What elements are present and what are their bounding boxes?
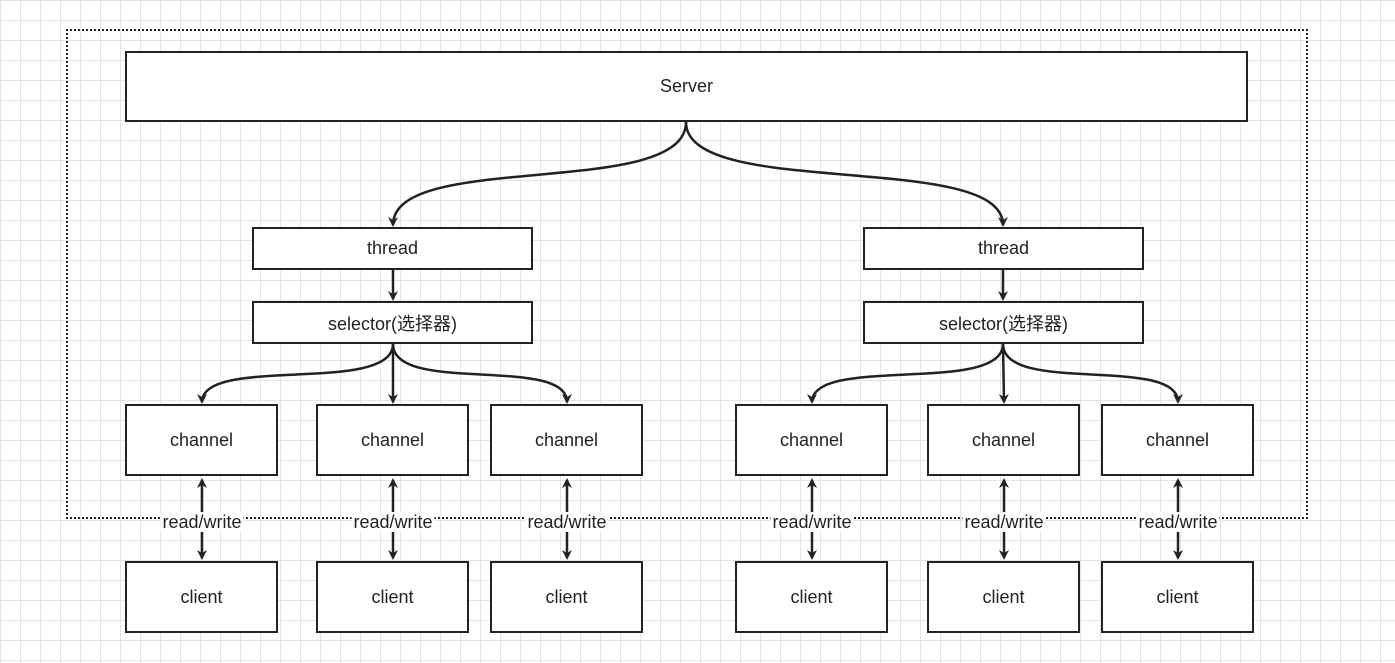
thread-label: thread [977,238,1030,258]
edge-selector-to-channel [998,343,1009,404]
selector-box-left: selector(选择器) [252,301,533,344]
edge-server-to-thread-left [388,121,688,227]
channel-label: channel [534,429,599,450]
client-label: client [545,586,588,607]
channel-box: channel [927,404,1080,476]
channel-box: channel [735,404,888,476]
read-write-label: read/write [770,512,854,532]
read-write-label: read/write [351,512,435,532]
edge-server-to-thread-right [684,121,1008,227]
selector-label: selector(选择器) [938,313,1068,334]
thread-box-left: thread [252,227,533,270]
thread-box-right: thread [863,227,1144,270]
client-box: client [1101,561,1254,633]
client-label: client [982,586,1025,607]
channel-label: channel [971,429,1036,450]
channel-box: channel [316,404,469,476]
client-box: client [927,561,1080,633]
read-write-label: read/write [962,512,1046,532]
client-label: client [1156,586,1199,607]
client-box: client [125,561,278,633]
client-label: client [790,586,833,607]
client-box: client [735,561,888,633]
edge-selector-to-channel [1001,343,1183,404]
read-write-label: read/write [160,512,244,532]
channel-box: channel [125,404,278,476]
channel-label: channel [779,429,844,450]
client-box: client [316,561,469,633]
server-label: Server [659,76,713,96]
server-boundary [66,29,1308,519]
selector-box-right: selector(选择器) [863,301,1144,344]
edge-selector-to-channel [807,343,1005,404]
channel-label: channel [169,429,234,450]
client-box: client [490,561,643,633]
client-label: client [371,586,414,607]
thread-label: thread [366,238,419,258]
channel-box: channel [490,404,643,476]
read-write-label: read/write [525,512,609,532]
channel-label: channel [1145,429,1210,450]
channel-label: channel [360,429,425,450]
selector-label: selector(选择器) [327,313,457,334]
client-label: client [180,586,223,607]
edge-selector-to-channel [197,343,395,404]
edge-selector-to-channel [391,343,572,404]
channel-box: channel [1101,404,1254,476]
server-box: Server [125,51,1248,122]
read-write-label: read/write [1136,512,1220,532]
